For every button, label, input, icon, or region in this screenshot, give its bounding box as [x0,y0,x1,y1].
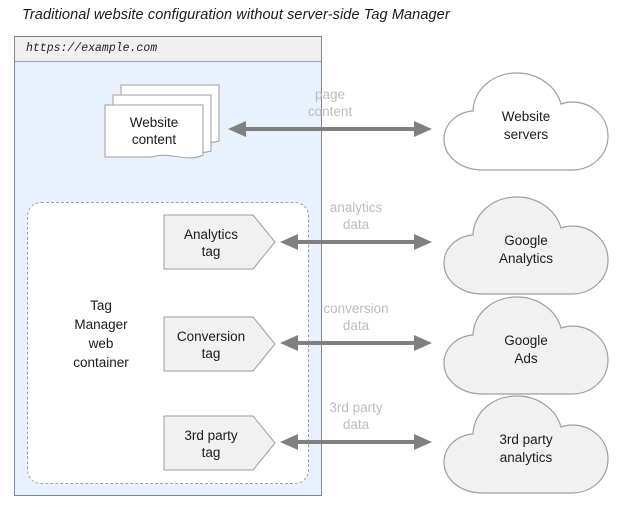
browser-url-bar[interactable]: https://example.com [15,37,321,62]
google-analytics-line1: Google [504,233,548,248]
website-servers-line1: Website [501,109,551,124]
container-label-line4: container [73,355,129,370]
third-party-analytics-line1: 3rd party [499,432,553,447]
analytics-data-label-line1: analytics [329,200,383,215]
analytics-tag-line1: Analytics [183,227,239,242]
google-analytics-cloud: Google Analytics [441,194,611,298]
conversion-tag-line1: Conversion [176,329,246,344]
website-servers-line2: servers [503,127,549,142]
page-content-label-line2: content [307,104,353,119]
conversion-data-label: conversion data [301,300,411,334]
third-party-tag-line2: tag [201,445,221,460]
website-content-stack: Website content [104,84,220,164]
analytics-tag[interactable]: Analytics tag [163,214,276,270]
conversion-data-label-line1: conversion [323,301,389,316]
page-content-label: page content [275,86,385,120]
container-label-line1: Tag [90,298,112,313]
url-text: https://example.com [26,42,158,55]
website-content-line2: content [131,132,177,147]
google-ads-cloud: Google Ads [441,294,611,398]
conversion-tag[interactable]: Conversion tag [163,316,276,372]
third-party-data-label-line2: data [342,417,370,432]
page-content-label-line1: page [314,87,346,102]
container-label-line3: web [88,336,114,351]
conversion-data-label-line2: data [342,318,370,333]
analytics-data-arrow [280,233,432,251]
conversion-tag-line2: tag [201,346,221,361]
website-content-line1: Website [129,115,179,130]
analytics-data-label-line2: data [342,217,370,232]
conversion-tag-label: Conversion tag [163,328,259,362]
google-analytics-label: Google Analytics [441,232,611,268]
third-party-tag[interactable]: 3rd party tag [163,415,276,471]
google-ads-label: Google Ads [441,332,611,368]
website-servers-cloud: Website servers [441,70,611,174]
analytics-tag-label: Analytics tag [163,226,259,260]
third-party-data-label-line1: 3rd party [329,400,383,415]
analytics-tag-line2: tag [201,244,221,259]
tag-manager-container-label: Tag Manager web container [46,296,156,372]
third-party-tag-line1: 3rd party [184,428,238,443]
website-content-label: Website content [104,114,204,148]
third-party-analytics-cloud: 3rd party analytics [441,393,611,497]
website-servers-label: Website servers [441,108,611,144]
google-ads-line1: Google [504,333,548,348]
third-party-analytics-line2: analytics [499,450,553,465]
third-party-analytics-label: 3rd party analytics [441,431,611,467]
google-analytics-line2: Analytics [498,251,554,266]
third-party-tag-label: 3rd party tag [163,427,259,461]
conversion-data-arrow [280,334,432,352]
analytics-data-label: analytics data [301,199,411,233]
third-party-data-label: 3rd party data [301,399,411,433]
third-party-data-arrow [280,433,432,451]
container-label-line2: Manager [74,317,128,332]
diagram-title: Traditional website configuration withou… [22,7,450,23]
google-ads-line2: Ads [514,351,538,366]
page-content-arrow [228,120,432,138]
